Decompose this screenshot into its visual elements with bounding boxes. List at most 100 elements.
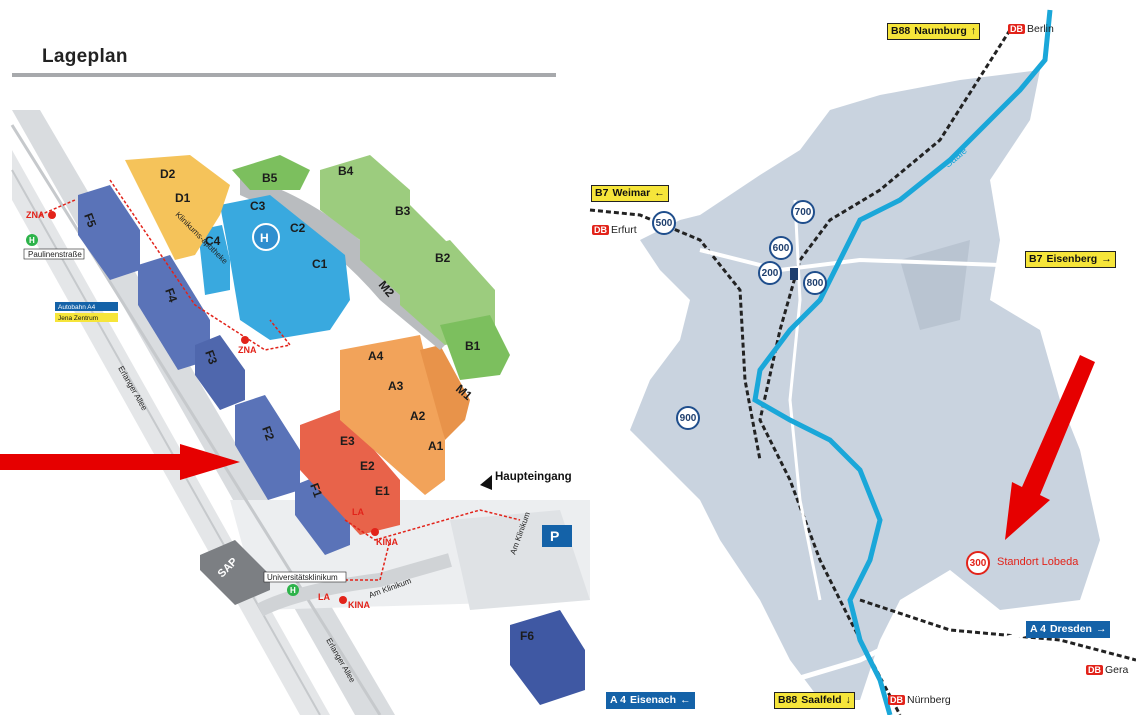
station-marker-icon (790, 268, 798, 280)
kina-label-2: KINA (348, 600, 370, 610)
label-c4: C4 (205, 234, 221, 248)
dest-saalfeld: Saalfeld (801, 694, 842, 706)
label-f2: F2 (259, 424, 277, 442)
rail-berlin: DB Berlin (1008, 23, 1054, 35)
db-icon: DB (1086, 665, 1103, 675)
label-f1: F1 (307, 481, 325, 499)
location-700[interactable]: 700 (791, 200, 815, 224)
label-f6: F6 (520, 629, 534, 643)
label-b1: B1 (465, 339, 481, 353)
label-c1: C1 (312, 257, 328, 271)
location-500[interactable]: 500 (652, 211, 676, 235)
arrow-right-icon: → (1095, 623, 1107, 635)
label-a2: A2 (410, 409, 426, 423)
rail-main (758, 29, 1012, 715)
zna-path (109, 179, 292, 351)
building-f2 (235, 395, 300, 500)
stop-universitaetsklinikum: Universitätsklinikum (267, 573, 338, 582)
sign-b7-west: B7 Weimar ← (591, 185, 669, 202)
stop-paulinenstrasse: Paulinenstraße (28, 250, 82, 259)
arrow-up-icon: ↑ (970, 25, 977, 37)
title-divider (12, 73, 556, 77)
label-a3: A3 (388, 379, 404, 393)
region-map: Saale (589, 9, 1136, 715)
haupteingang-label: Haupteingang (495, 471, 572, 483)
helipad-label: H (260, 231, 269, 245)
label-f5: F5 (81, 211, 99, 229)
la-label-1: LA (352, 507, 364, 517)
zna-label-2: ZNA (238, 345, 257, 355)
rail-gera: DB Gera (1086, 664, 1128, 676)
bus-stop-label-2: H (290, 586, 296, 595)
route-b88-south: B88 (778, 694, 798, 706)
zna-marker-icon-2 (241, 336, 249, 344)
label-e2: E2 (360, 459, 375, 473)
label-a4: A4 (368, 349, 384, 363)
river-saale (752, 9, 1053, 715)
db-icon: DB (888, 695, 905, 705)
db-icon: DB (592, 225, 609, 235)
label-b5: B5 (262, 171, 278, 185)
building-b5 (232, 155, 310, 190)
rail-nuernberg: DB Nürnberg (888, 694, 951, 706)
location-200[interactable]: 200 (758, 261, 782, 285)
building-b1 (440, 315, 510, 380)
sign-b7-east: B7 Eisenberg → (1025, 251, 1116, 268)
building-d (125, 155, 230, 260)
building-f1 (295, 475, 350, 555)
label-f4: F4 (162, 286, 180, 304)
label-b3: B3 (395, 204, 411, 218)
pointer-arrow-left (0, 444, 240, 480)
label-f3: F3 (202, 348, 220, 366)
la-label-2: LA (318, 592, 330, 602)
location-600[interactable]: 600 (769, 236, 793, 260)
sap-building (200, 540, 270, 605)
label-c3: C3 (250, 199, 266, 213)
route-a4-west: A 4 (610, 694, 626, 706)
label-b2: B2 (435, 251, 451, 265)
sign-a4-east: A 4 Dresden → (1026, 621, 1111, 638)
route-b7-west: B7 (595, 187, 609, 199)
label-e1: E1 (375, 484, 390, 498)
kina-label-1: KINA (376, 537, 398, 547)
rail-label-gera: Gera (1105, 664, 1129, 676)
db-icon: DB (1008, 24, 1025, 34)
dest-eisenach: Eisenach (629, 694, 677, 706)
helipad-icon (252, 223, 280, 251)
sign-autobahn: Autobahn A4 (58, 304, 96, 311)
label-d2: D2 (160, 167, 176, 181)
building-f4 (138, 255, 210, 370)
sign-b88-north: B88 Naumburg ↑ (887, 23, 981, 40)
parking-label: P (550, 528, 559, 544)
location-900[interactable]: 900 (676, 406, 700, 430)
sign-b88-south: B88 Saalfeld ↓ (774, 692, 855, 709)
building-a (340, 335, 445, 495)
building-f6 (510, 610, 585, 705)
route-b88-north: B88 (891, 25, 911, 37)
dest-dresden: Dresden (1049, 623, 1092, 635)
building-f3 (195, 335, 245, 410)
site-plan-map: F5 F4 F3 F2 F1 F6 E3 E2 E1 A4 A3 A2 A1 B… (0, 110, 590, 715)
zna-label-1: ZNA (26, 210, 45, 220)
building-e (300, 410, 400, 535)
rail-label-nuernberg: Nürnberg (907, 694, 951, 706)
rail-label-berlin: Berlin (1027, 23, 1054, 35)
arrow-down-icon: ↓ (845, 694, 851, 706)
standort-lobeda-label: Standort Lobeda (997, 556, 1079, 568)
rail-label-erfurt: Erfurt (611, 224, 637, 236)
dest-weimar: Weimar (612, 187, 651, 199)
sign-a4-west: A 4 Eisenach ← (606, 692, 695, 709)
building-c (220, 195, 350, 340)
page-title: Lageplan (42, 46, 128, 67)
building-f5 (78, 185, 140, 280)
label-e3: E3 (340, 434, 355, 448)
parking-icon (542, 525, 572, 547)
location-800[interactable]: 800 (803, 271, 827, 295)
dest-naumburg: Naumburg (914, 25, 967, 37)
route-b7-east: B7 (1029, 253, 1043, 265)
location-300[interactable]: 300 (966, 551, 990, 575)
label-d1: D1 (175, 191, 191, 205)
building-c4 (198, 225, 230, 295)
dest-eisenberg: Eisenberg (1046, 253, 1098, 265)
city-area (630, 70, 1100, 700)
